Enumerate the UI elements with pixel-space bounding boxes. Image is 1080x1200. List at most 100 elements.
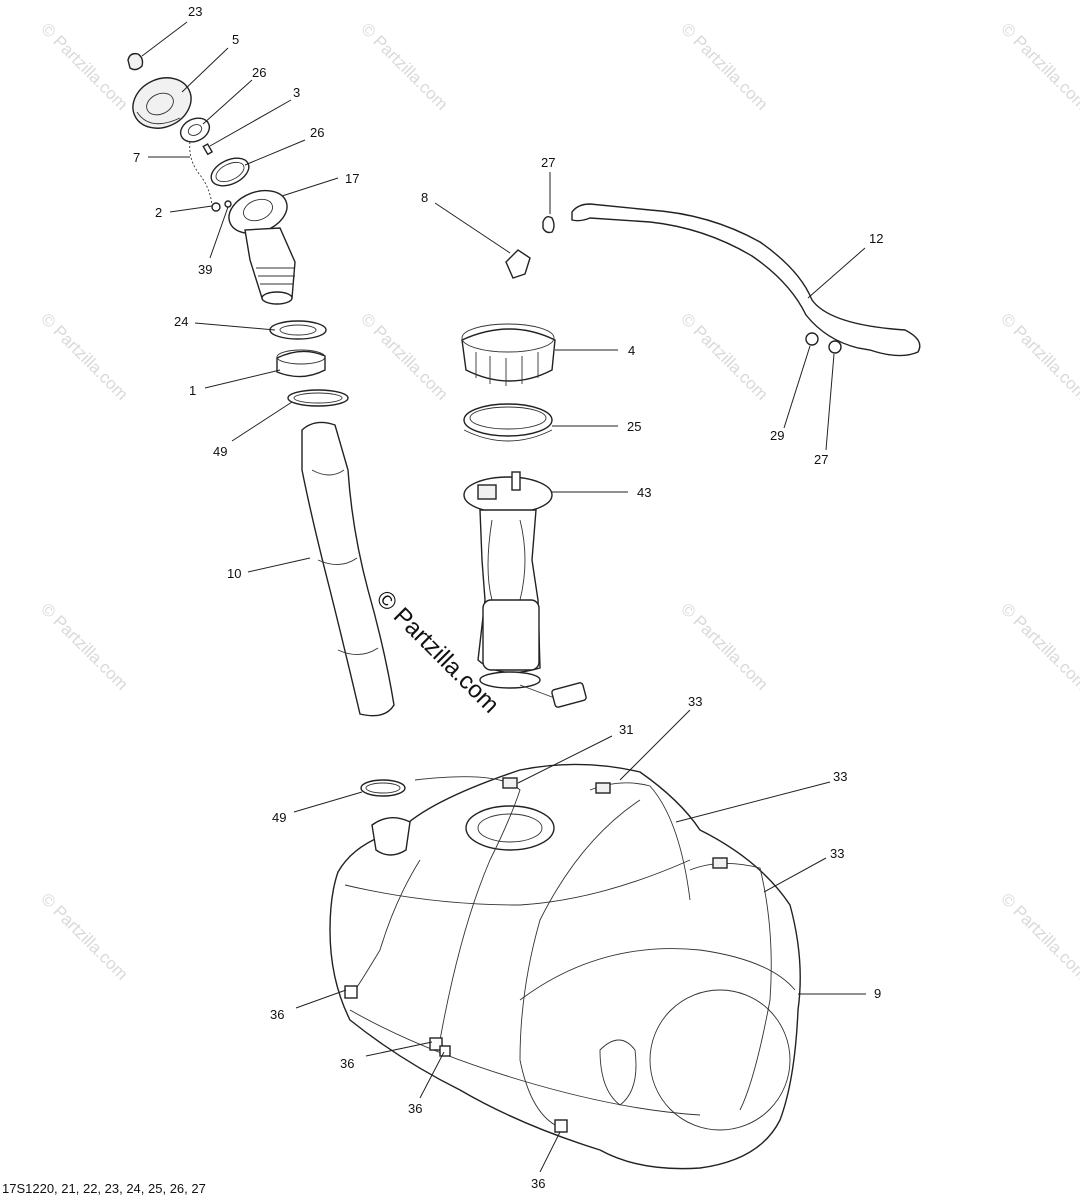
watermark: © Partzilla.com bbox=[997, 599, 1080, 693]
strap-buckle-1 bbox=[344, 985, 358, 999]
tank-strap-1 bbox=[414, 776, 521, 1041]
fuel-cap-detail bbox=[146, 92, 174, 116]
callout-36: 36 bbox=[270, 1007, 284, 1022]
leader-31 bbox=[517, 735, 613, 784]
fuel-cap-part bbox=[132, 77, 192, 129]
callout-27: 27 bbox=[541, 155, 555, 170]
filler-neck-ribs bbox=[256, 267, 295, 285]
callout-33: 33 bbox=[688, 694, 702, 709]
callout-43: 43 bbox=[637, 485, 651, 500]
watermark: © Partzilla.com bbox=[677, 309, 771, 403]
hose-clamp-inner bbox=[293, 392, 343, 404]
tank-strap-4 bbox=[519, 799, 641, 1126]
strap-buckle-3 bbox=[439, 1045, 451, 1057]
leader-24 bbox=[194, 322, 276, 331]
leader-2 bbox=[169, 205, 213, 213]
ring-nut-top bbox=[276, 349, 326, 365]
callout-36: 36 bbox=[408, 1101, 422, 1116]
leader-33c bbox=[763, 857, 827, 893]
leader-36c bbox=[419, 1051, 445, 1099]
callout-2: 2 bbox=[155, 205, 162, 220]
leader-36a bbox=[295, 989, 347, 1009]
watermark: © Partzilla.com bbox=[677, 599, 771, 693]
pump-strainer bbox=[479, 671, 541, 689]
watermark: © Partzilla.com bbox=[997, 309, 1080, 403]
watermark: © Partzilla.com bbox=[37, 309, 131, 403]
callout-12: 12 bbox=[869, 231, 883, 246]
pump-outlet bbox=[511, 471, 521, 491]
tank-clamp-part bbox=[360, 779, 406, 797]
leader-5 bbox=[181, 47, 229, 93]
filler-hose-shading bbox=[311, 469, 379, 655]
ring-gasket-part bbox=[210, 157, 250, 187]
leader-33b bbox=[675, 781, 831, 823]
leader-10 bbox=[247, 557, 311, 573]
screw-part bbox=[224, 200, 232, 208]
strap-ratchet-2 bbox=[595, 782, 611, 794]
leader-33a bbox=[619, 709, 691, 781]
watermark: © Partzilla.com bbox=[677, 19, 771, 113]
callout-26: 26 bbox=[310, 125, 324, 140]
callout-7: 7 bbox=[133, 150, 140, 165]
tank-lobe bbox=[649, 989, 791, 1131]
leader-39 bbox=[209, 206, 229, 259]
strap-buckle-4 bbox=[554, 1119, 568, 1133]
callout-36: 36 bbox=[531, 1176, 545, 1191]
vent-hose-part bbox=[571, 203, 921, 357]
callout-33: 33 bbox=[833, 769, 847, 784]
leader-29 bbox=[783, 345, 811, 429]
callout-24: 24 bbox=[174, 314, 188, 329]
pump-seal-inner bbox=[469, 406, 547, 430]
fuel-tank-assembly bbox=[329, 763, 801, 1170]
callout-29: 29 bbox=[770, 428, 784, 443]
pump-flange-part bbox=[463, 476, 553, 514]
clip-part bbox=[211, 202, 221, 212]
callout-23: 23 bbox=[188, 4, 202, 19]
gasket-inner bbox=[187, 124, 203, 136]
hose-clip-part bbox=[542, 215, 555, 234]
gasket-24-part bbox=[269, 320, 327, 340]
pin-part bbox=[202, 143, 214, 156]
ring-gasket-inner bbox=[215, 161, 245, 183]
callout-9: 9 bbox=[874, 986, 881, 1001]
callout-5: 5 bbox=[232, 32, 239, 47]
filler-hose-part bbox=[301, 421, 395, 717]
watermark: © Partzilla.com bbox=[37, 889, 131, 983]
pump-hoses bbox=[487, 519, 526, 601]
strap-ratchet-1 bbox=[502, 777, 518, 789]
callout-31: 31 bbox=[619, 722, 633, 737]
leader-3 bbox=[209, 99, 292, 147]
callout-4: 4 bbox=[628, 343, 635, 358]
elbow-fitting-part bbox=[505, 249, 531, 279]
leader-12 bbox=[807, 247, 866, 299]
callout-49: 49 bbox=[213, 444, 227, 459]
cap-assembly bbox=[127, 52, 296, 305]
leader-23 bbox=[141, 21, 188, 57]
fuel-cap-rim bbox=[136, 111, 181, 125]
gasket-24-inner bbox=[279, 324, 317, 336]
pump-seal-edge bbox=[463, 429, 553, 442]
check-valve-part bbox=[805, 332, 819, 346]
watermark: © Partzilla.com bbox=[37, 19, 131, 113]
sender-float bbox=[551, 682, 587, 708]
leader-49a bbox=[231, 401, 293, 442]
lock-ring-part bbox=[461, 328, 556, 382]
leader-26b bbox=[244, 139, 306, 166]
callout-49: 49 bbox=[272, 810, 286, 825]
leader-36d bbox=[539, 1131, 561, 1173]
strap-ratchet-3 bbox=[712, 857, 728, 869]
tank-drain-recess bbox=[599, 1039, 637, 1106]
callout-1: 1 bbox=[189, 383, 196, 398]
callout-33: 33 bbox=[830, 846, 844, 861]
callout-36: 36 bbox=[340, 1056, 354, 1071]
tank-strap-2 bbox=[589, 782, 691, 901]
tank-strap-5 bbox=[354, 859, 421, 991]
diagram-reference: 17S1220, 21, 22, 23, 24, 25, 26, 27 bbox=[2, 1181, 206, 1196]
tank-contour-1 bbox=[344, 859, 691, 906]
leader-8 bbox=[434, 202, 511, 254]
watermark: © Partzilla.com bbox=[997, 889, 1080, 983]
hose-clamp-part bbox=[287, 389, 349, 407]
callout-3: 3 bbox=[293, 85, 300, 100]
filler-neck-end bbox=[261, 291, 293, 305]
